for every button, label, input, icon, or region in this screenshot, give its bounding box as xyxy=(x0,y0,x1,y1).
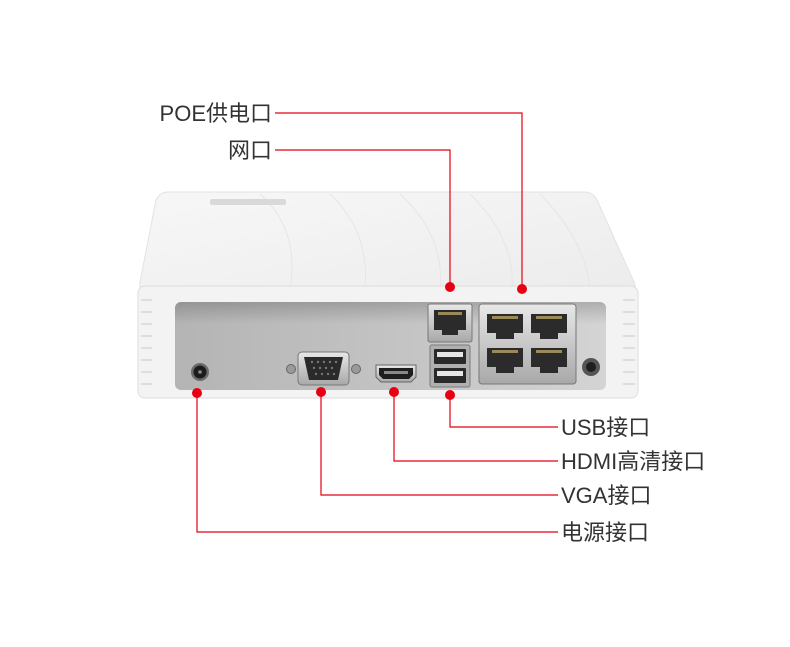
vga-screw-left xyxy=(286,364,296,374)
hdmi-port xyxy=(375,364,417,383)
callout-dot-usb xyxy=(445,390,455,400)
vga-pin xyxy=(320,372,324,376)
vga-port xyxy=(286,351,361,386)
hdmi-tongue xyxy=(384,371,408,374)
vga-pin xyxy=(322,360,326,364)
vga-pin xyxy=(318,366,322,370)
poe-port-contacts xyxy=(492,316,518,319)
vga-pin xyxy=(330,366,334,370)
ground-terminal-center xyxy=(586,362,596,372)
callout-line-poe xyxy=(275,112,523,289)
texture-line xyxy=(329,193,367,289)
vga-socket xyxy=(304,357,343,380)
usb-port-bottom-tongue xyxy=(437,371,463,376)
callout-label-poe: POE供电口 xyxy=(160,101,272,126)
poe-port-1 xyxy=(487,314,523,339)
texture-line xyxy=(469,193,513,289)
top-surface-texture xyxy=(259,193,591,289)
callout-label-vga: VGA接口 xyxy=(561,483,651,508)
poe-port-opening xyxy=(487,348,523,373)
callout-line-vga xyxy=(320,392,558,496)
poe-port-block xyxy=(478,303,577,385)
vga-pin xyxy=(334,360,338,364)
callout-dot-power xyxy=(192,388,202,398)
callout-line-power xyxy=(196,393,558,533)
vga-pin xyxy=(312,366,316,370)
callout-label-power: 电源接口 xyxy=(561,520,649,545)
callout-dot-lan xyxy=(445,282,455,292)
texture-line xyxy=(539,193,591,289)
power-jack-pin xyxy=(198,370,202,374)
vga-pin xyxy=(324,366,328,370)
callout-label-usb: USB接口 xyxy=(561,415,650,440)
vga-pin xyxy=(332,372,336,376)
poe-port-3 xyxy=(487,348,523,373)
vga-pin xyxy=(310,360,314,364)
power-jack xyxy=(191,363,209,381)
left-side-ribs xyxy=(141,299,152,385)
callout-dot-vga xyxy=(316,387,326,397)
poe-port-contacts xyxy=(536,350,562,353)
lan-port xyxy=(427,303,473,343)
poe-port-opening xyxy=(531,348,567,373)
poe-port-opening xyxy=(531,314,567,339)
brand-logo-mark xyxy=(210,199,286,205)
vga-pin xyxy=(328,360,332,364)
usb-port-top-tongue xyxy=(437,352,463,357)
texture-line xyxy=(399,193,441,289)
callout-dot-hdmi xyxy=(389,387,399,397)
callout-line-usb xyxy=(449,395,558,428)
vga-pin xyxy=(316,360,320,364)
lan-port-contacts xyxy=(438,312,462,315)
poe-port-opening xyxy=(487,314,523,339)
usb-ports xyxy=(429,344,471,388)
vga-screw-right xyxy=(351,364,361,374)
vga-pin xyxy=(326,372,330,376)
poe-port-4 xyxy=(531,348,567,373)
callout-line-hdmi xyxy=(393,392,558,462)
callout-label-hdmi: HDMI高清接口 xyxy=(561,449,705,474)
lan-port-opening xyxy=(434,310,466,335)
ground-terminal xyxy=(582,358,600,376)
callout-label-lan: 网口 xyxy=(228,138,272,163)
right-side-ribs xyxy=(623,299,635,385)
poe-port-contacts xyxy=(536,316,562,319)
callout-dot-poe xyxy=(517,284,527,294)
vga-pin xyxy=(314,372,318,376)
vga-pins xyxy=(310,360,338,376)
poe-port-2 xyxy=(531,314,567,339)
poe-port-contacts xyxy=(492,350,518,353)
callout-line-lan xyxy=(275,149,451,287)
device-top-surface xyxy=(139,191,636,292)
